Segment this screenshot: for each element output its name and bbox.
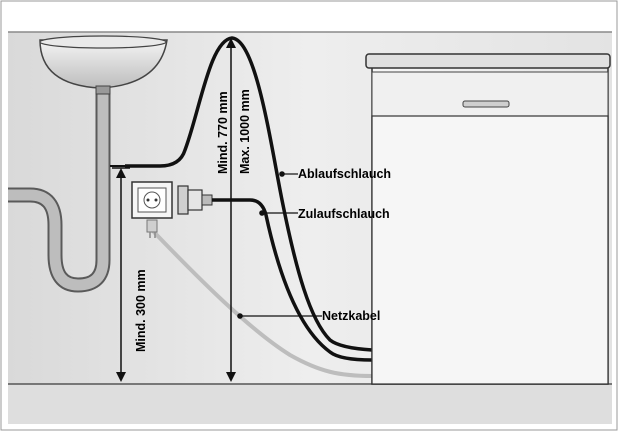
label-max-1000: Max. 1000 mm bbox=[238, 89, 252, 174]
floor bbox=[8, 384, 612, 424]
inlet-hose bbox=[212, 198, 373, 362]
label-power-cable: Netzkabel bbox=[322, 309, 380, 323]
dimension-770-1000 bbox=[226, 38, 236, 382]
sink bbox=[39, 35, 168, 89]
drain-hose bbox=[125, 36, 373, 352]
label-min-770: Mind. 770 mm bbox=[216, 91, 230, 174]
dishwasher-handle bbox=[462, 100, 510, 108]
label-min-300: Mind. 300 mm bbox=[134, 269, 148, 352]
power-socket bbox=[131, 181, 173, 219]
label-drain-hose: Ablaufschlauch bbox=[298, 167, 391, 181]
sink-drain-pipe bbox=[8, 85, 111, 293]
dimension-min-300 bbox=[112, 167, 130, 382]
water-tap bbox=[177, 185, 213, 215]
power-cable bbox=[146, 219, 373, 378]
label-inlet-hose: Zulaufschlauch bbox=[298, 207, 390, 221]
label-leaders bbox=[237, 171, 322, 319]
dishwasher bbox=[365, 53, 611, 385]
